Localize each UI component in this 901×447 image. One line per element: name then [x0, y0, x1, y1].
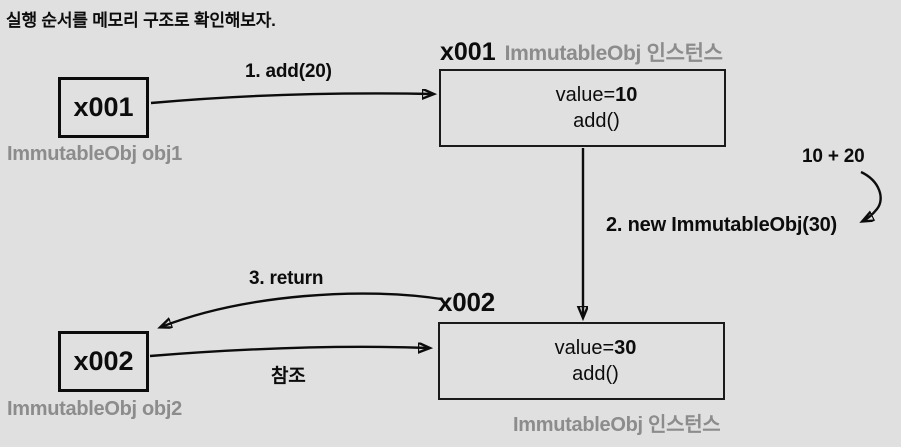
obj2-ref-box: x002 — [58, 331, 149, 392]
obj2-ref-value: x002 — [73, 346, 134, 376]
instance1-address: x001 — [440, 38, 496, 66]
arrow-calc-hook — [861, 170, 882, 221]
instance2-address: x002 — [438, 287, 496, 317]
obj1-caption: ImmutableObj obj1 — [7, 143, 182, 165]
label-calc: 10 + 20 — [802, 146, 865, 167]
arrow-add20 — [150, 93, 433, 105]
obj1-ref-box: x001 — [58, 77, 149, 138]
instance1-header: x001 ImmutableObj 인스턴스 — [440, 37, 723, 67]
label-step3-return: 3. return — [249, 268, 324, 289]
instance2-value-line: value=30 — [554, 337, 637, 359]
obj1-ref-value: x001 — [73, 92, 134, 122]
instance2-method: add() — [572, 363, 619, 385]
instance1-box: value=10 add() — [439, 69, 726, 147]
instance1-type-label: ImmutableObj 인스턴스 — [504, 42, 723, 65]
instance1-method: add() — [573, 110, 620, 132]
obj2-caption: ImmutableObj obj2 — [7, 398, 182, 420]
label-step2-new: 2. new ImmutableObj(30) — [606, 214, 838, 236]
instance2-caption: ImmutableObj 인스턴스 — [513, 414, 721, 436]
instance1-value-line: value=10 — [555, 84, 638, 106]
arrow-reference — [149, 347, 429, 358]
instance2-box: value=30 add() — [438, 322, 725, 400]
arrow-return — [161, 292, 442, 327]
instance1-value: 10 — [615, 84, 638, 106]
instance2-value: 30 — [614, 337, 637, 359]
page-title: 실행 순서를 메모리 구조로 확인해보자. — [6, 11, 276, 30]
label-step1-add: 1. add(20) — [245, 61, 332, 82]
label-reference: 참조 — [271, 366, 306, 387]
